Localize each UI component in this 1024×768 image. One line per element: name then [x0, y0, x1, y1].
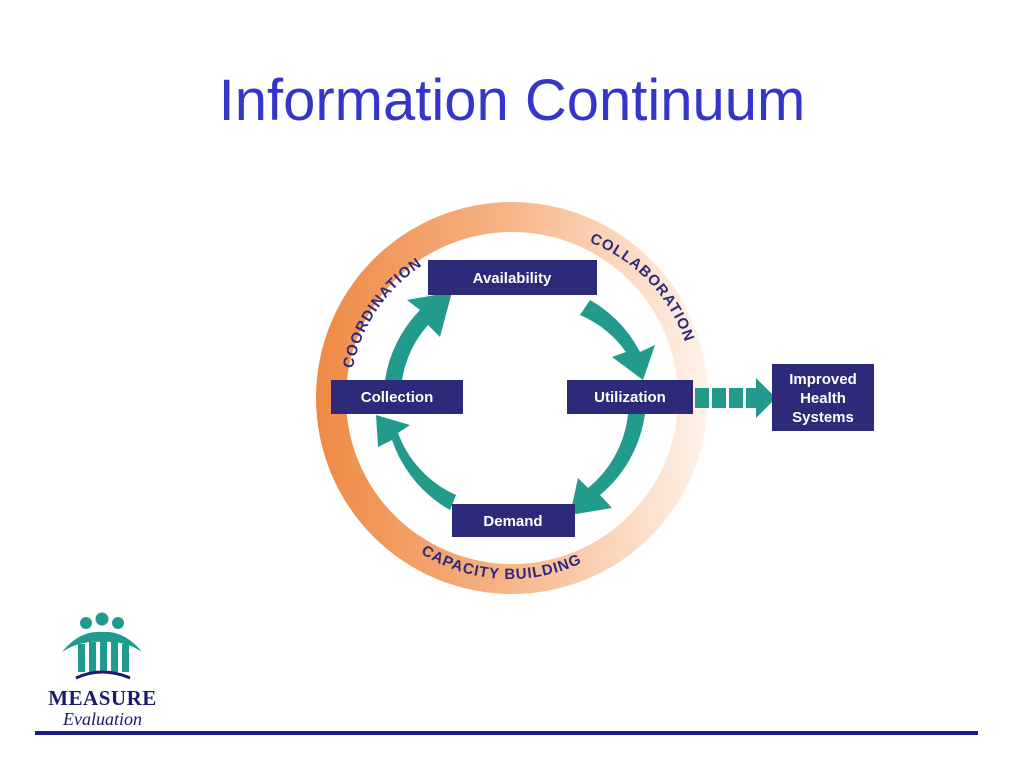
node-demand: Demand	[452, 504, 575, 537]
logo-subtitle: Evaluation	[63, 709, 142, 729]
node-collection: Collection	[331, 380, 463, 414]
node-availability: Availability	[428, 260, 597, 295]
cycle-arrows	[376, 292, 655, 515]
arrow-utilization-to-demand	[570, 414, 645, 515]
outcome-box: Improved Health Systems	[772, 364, 874, 431]
svg-text:Utilization: Utilization	[594, 389, 666, 406]
measure-evaluation-logo: MEASURE Evaluation	[40, 610, 165, 735]
node-utilization: Utilization	[567, 380, 693, 414]
arrow-availability-to-utilization	[580, 300, 655, 380]
svg-text:Availability: Availability	[473, 270, 552, 287]
arrow-collection-to-availability	[385, 292, 452, 380]
svg-text:Systems: Systems	[792, 409, 854, 426]
slide-title: Information Continuum	[218, 68, 806, 133]
people-icon	[62, 612, 142, 680]
outcome-arrow	[695, 378, 776, 418]
arrow-demand-to-collection	[376, 415, 456, 510]
svg-text:Improved: Improved	[789, 371, 857, 388]
svg-text:Collection: Collection	[361, 389, 434, 406]
svg-text:Health: Health	[800, 390, 846, 407]
footer-rule	[35, 731, 978, 735]
svg-text:Demand: Demand	[483, 513, 542, 530]
logo-name: MEASURE	[48, 686, 157, 710]
